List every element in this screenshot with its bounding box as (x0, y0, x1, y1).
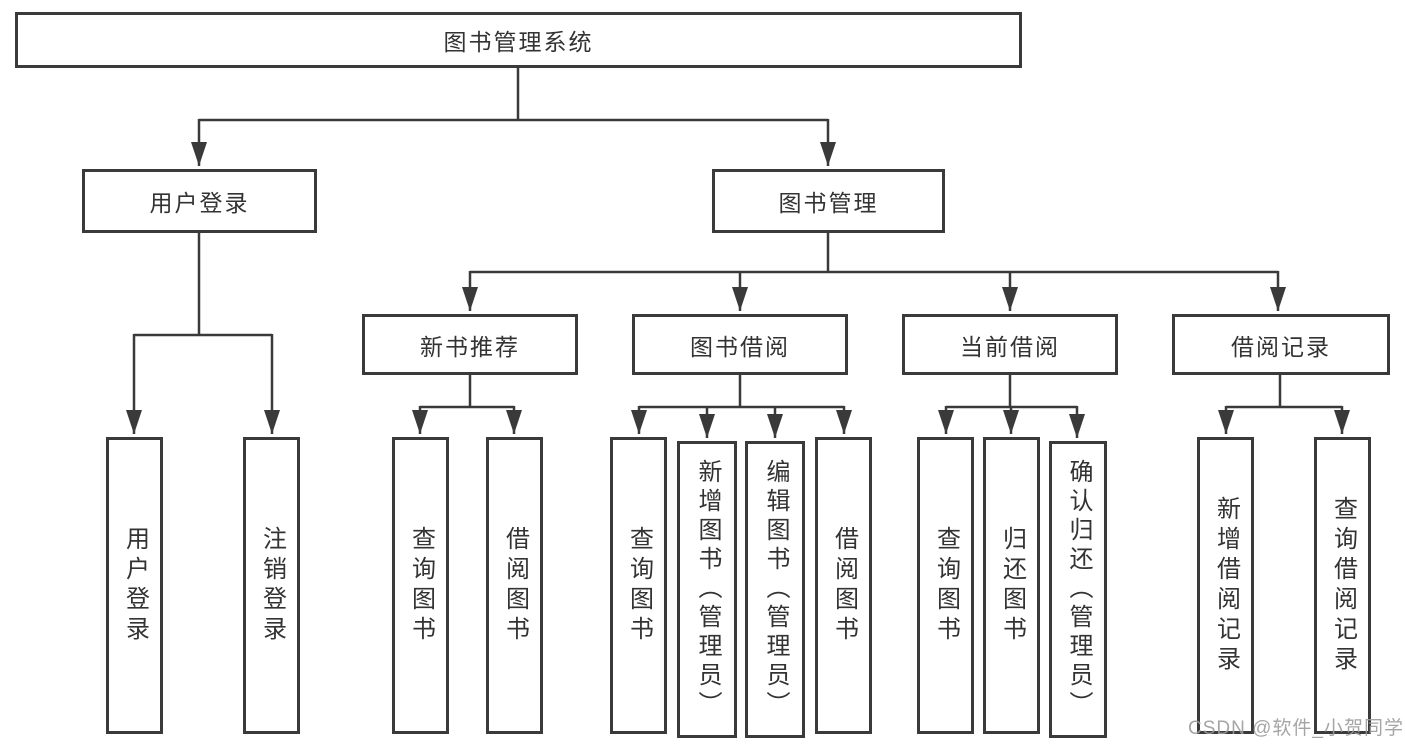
node-book-management: 图书管理 (712, 169, 945, 233)
leaf-borrow-books-recommend: 借阅图书 (486, 437, 543, 734)
leaf-confirm-return-admin: 确认归还（管理员） (1049, 441, 1107, 738)
node-new-book-recommend: 新书推荐 (362, 314, 578, 375)
node-book-borrow-label: 图书借阅 (690, 333, 790, 360)
node-borrow-records: 借阅记录 (1172, 314, 1390, 375)
csdn-watermark: CSDN @软件_小贺同学 (1188, 718, 1404, 739)
leaf-add-borrow-record: 新增借阅记录 (1197, 437, 1254, 734)
node-library-system: 图书管理系统 (15, 12, 1022, 68)
node-book-management-label: 图书管理 (778, 190, 879, 216)
leaf-query-borrow-record: 查询借阅记录 (1314, 437, 1371, 734)
leaf-query-books-recommend: 查询图书 (392, 437, 449, 734)
leaf-add-borrow-record-label: 新增借阅记录 (1212, 495, 1240, 676)
leaf-edit-book-admin-label: 编辑图书（管理员） (762, 459, 789, 720)
leaf-return-books-label: 归还图书 (998, 525, 1026, 646)
leaf-query-books-current-label: 查询图书 (932, 525, 960, 646)
leaf-query-books-borrow-label: 查询图书 (625, 525, 653, 646)
leaf-logout-label: 注销登录 (258, 525, 286, 646)
node-user-login: 用户登录 (82, 169, 317, 233)
leaf-add-book-admin: 新增图书（管理员） (677, 441, 737, 738)
node-new-book-recommend-label: 新书推荐 (420, 333, 520, 360)
leaf-query-books-current: 查询图书 (917, 437, 974, 734)
leaf-confirm-return-admin-label: 确认归还（管理员） (1065, 459, 1092, 720)
leaf-query-borrow-record-label: 查询借阅记录 (1329, 495, 1357, 676)
node-book-borrow: 图书借阅 (632, 314, 848, 375)
leaf-query-books-borrow: 查询图书 (610, 437, 667, 734)
node-borrow-records-label: 借阅记录 (1231, 333, 1331, 360)
node-user-login-label: 用户登录 (149, 190, 250, 216)
node-library-system-label: 图书管理系统 (443, 29, 594, 55)
leaf-borrow-books-borrow-label: 借阅图书 (830, 525, 858, 646)
leaf-user-login: 用户登录 (106, 437, 163, 734)
node-current-borrow: 当前借阅 (902, 314, 1118, 375)
leaf-query-books-recommend-label: 查询图书 (407, 525, 435, 646)
node-current-borrow-label: 当前借阅 (960, 333, 1060, 360)
leaf-logout: 注销登录 (243, 437, 300, 734)
leaf-return-books: 归还图书 (983, 437, 1040, 734)
leaf-add-book-admin-label: 新增图书（管理员） (694, 459, 721, 720)
leaf-borrow-books-recommend-label: 借阅图书 (501, 525, 529, 646)
leaf-borrow-books-borrow: 借阅图书 (815, 437, 872, 734)
leaf-edit-book-admin: 编辑图书（管理员） (745, 441, 805, 738)
leaf-user-login-label: 用户登录 (121, 525, 149, 646)
